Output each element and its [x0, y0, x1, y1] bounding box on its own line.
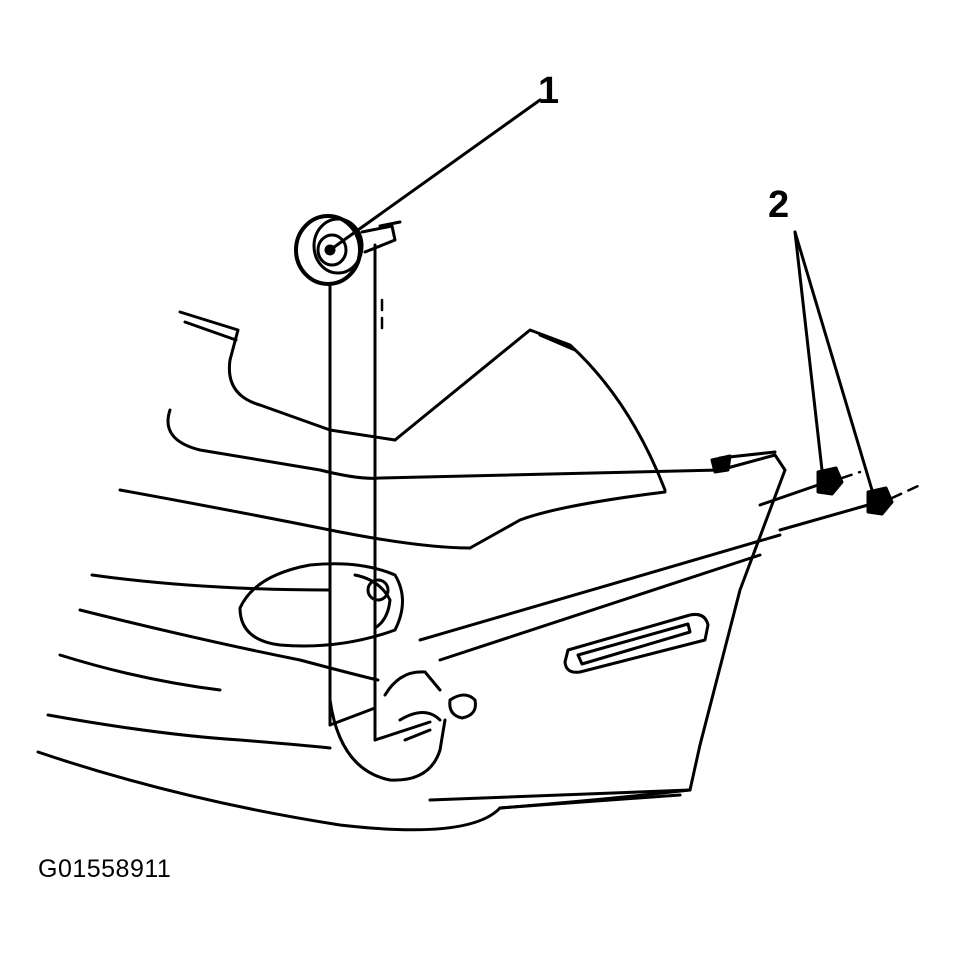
lower-bracket — [328, 670, 477, 782]
callout-label-1: 1 — [538, 70, 560, 112]
callout-1-leader — [328, 98, 542, 252]
side-marker-lamp — [563, 613, 710, 674]
push-pin-fastener — [294, 214, 402, 286]
nut-fasteners — [418, 466, 920, 662]
callout-2-leaders — [793, 230, 874, 492]
callout-label-2: 2 — [768, 184, 790, 226]
figure-id: G01558911 — [38, 855, 172, 883]
push-pin-guide-lines — [328, 243, 432, 742]
bumper-fascia — [36, 310, 682, 832]
fender-panel — [378, 328, 787, 810]
fog-lamp-opening — [238, 562, 404, 648]
